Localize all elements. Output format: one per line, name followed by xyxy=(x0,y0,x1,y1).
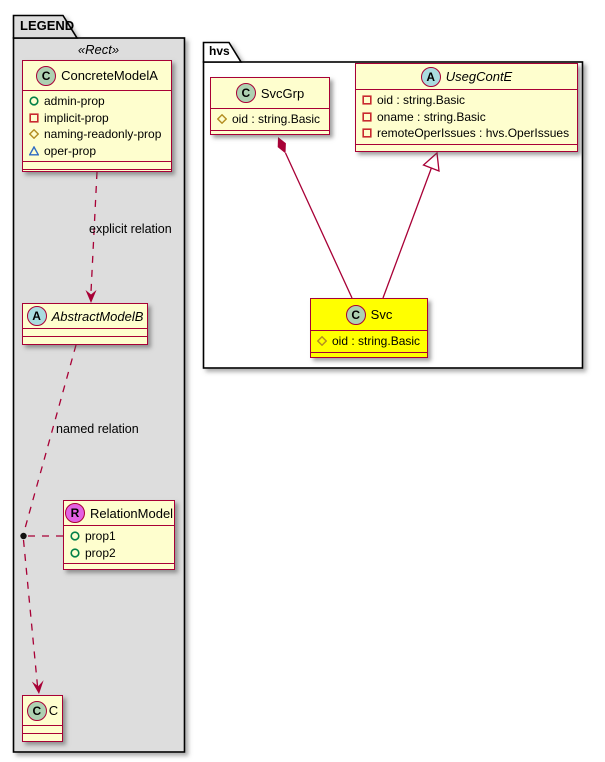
class-concrete-model-a: C ConcreteModelA admin-prop implicit-pro… xyxy=(22,60,172,172)
square-icon xyxy=(29,113,39,123)
class-svc: C Svc oid : string.Basic xyxy=(310,298,428,358)
property-label: oid : string.Basic xyxy=(332,334,421,349)
class-header: A AbstractModelB xyxy=(23,304,147,328)
class-badge-icon: C xyxy=(345,304,366,325)
generalization-triangle xyxy=(422,151,440,172)
class-name: UsegContE xyxy=(445,69,513,84)
abstract-badge-icon: A xyxy=(26,306,47,326)
property-row: oper-prop xyxy=(23,143,171,160)
class-header: C Svc xyxy=(311,299,427,330)
class-c: C C xyxy=(22,695,63,742)
circle-icon xyxy=(29,96,39,106)
class-header: R RelationModel xyxy=(64,501,174,525)
property-row: oid : string.Basic xyxy=(356,92,577,109)
class-name: AbstractModelB xyxy=(51,308,144,324)
property-label: oid : string.Basic xyxy=(377,93,466,108)
class-properties: prop1 prop2 xyxy=(64,525,174,563)
arrowhead-explicit xyxy=(85,290,97,303)
hvs-relations xyxy=(284,152,433,299)
square-icon xyxy=(362,128,372,138)
property-row: remoteOperIssues : hvs.OperIssues xyxy=(356,125,577,142)
property-label: prop2 xyxy=(85,545,116,560)
property-label: implicit-prop xyxy=(44,110,109,125)
empty-compartment xyxy=(211,129,329,135)
class-properties: oid : string.Basic xyxy=(211,108,329,130)
property-row: admin-prop xyxy=(23,93,171,110)
empty-compartment xyxy=(64,563,174,569)
class-relation-model: R RelationModel prop1 prop2 xyxy=(63,500,175,570)
class-abstract-model-b: A AbstractModelB xyxy=(22,303,148,345)
class-name: Svc xyxy=(370,307,393,322)
rect-stereotype: «Rect» xyxy=(77,42,120,57)
abstract-badge-icon: A xyxy=(420,66,441,87)
empty-compartment xyxy=(356,143,577,152)
empty-compartment xyxy=(23,336,147,344)
property-row: oid : string.Basic xyxy=(211,111,329,128)
class-usegconte: A UsegContE oid : string.Basic oname : s… xyxy=(355,63,578,152)
diamond-icon xyxy=(29,129,39,140)
property-label: naming-readonly-prop xyxy=(44,127,162,142)
class-header: C SvcGrp xyxy=(211,78,329,108)
property-label: oper-prop xyxy=(44,143,97,158)
property-label: prop1 xyxy=(85,529,116,544)
square-icon xyxy=(362,112,372,122)
property-row: oid : string.Basic xyxy=(311,333,427,350)
square-icon xyxy=(362,95,372,105)
empty-compartment xyxy=(311,351,427,358)
class-properties: oid : string.Basic oname : string.Basic … xyxy=(356,89,577,144)
property-row: naming-readonly-prop xyxy=(23,126,171,143)
explicit-relation-label: explicit relation xyxy=(89,222,172,236)
relation-junction-dot xyxy=(20,532,27,540)
property-label: remoteOperIssues : hvs.OperIssues xyxy=(377,126,570,141)
circle-icon xyxy=(70,531,80,541)
legend-package-title: LEGEND xyxy=(20,18,75,33)
class-name: C xyxy=(48,703,59,718)
empty-compartment xyxy=(23,733,62,741)
class-svcgrp: C SvcGrp oid : string.Basic xyxy=(210,77,330,135)
class-properties: oid : string.Basic xyxy=(311,330,427,352)
class-name: SvcGrp xyxy=(260,85,305,101)
empty-compartment xyxy=(23,161,171,169)
class-header: A UsegContE xyxy=(356,64,577,89)
arrowhead-named xyxy=(31,680,44,694)
diamond-icon xyxy=(217,114,227,125)
class-header: C C xyxy=(23,696,62,725)
class-properties: admin-prop implicit-prop naming-readonly… xyxy=(23,90,171,161)
composition-diamond xyxy=(277,137,286,154)
property-row: prop2 xyxy=(64,545,174,562)
property-row: implicit-prop xyxy=(23,110,171,127)
class-name: RelationModel xyxy=(89,505,174,521)
class-header: C ConcreteModelA xyxy=(23,61,171,90)
property-label: oid : string.Basic xyxy=(232,112,321,127)
circle-icon xyxy=(70,548,80,558)
property-label: oname : string.Basic xyxy=(377,109,486,124)
class-name: ConcreteModelA xyxy=(61,68,158,83)
diamond-icon xyxy=(317,336,327,347)
property-row: oname : string.Basic xyxy=(356,109,577,126)
relation-badge-icon: R xyxy=(64,503,85,523)
class-badge-icon: C xyxy=(26,700,47,721)
hvs-package-title: hvs xyxy=(209,44,230,58)
empty-compartment xyxy=(23,328,147,336)
named-relation-label: named relation xyxy=(56,422,139,436)
empty-compartment xyxy=(23,169,171,171)
class-badge-icon: C xyxy=(235,83,256,103)
property-label: admin-prop xyxy=(44,94,105,109)
class-badge-icon: C xyxy=(36,65,57,86)
empty-compartment xyxy=(23,725,62,733)
triangle-icon xyxy=(29,145,39,156)
property-row: prop1 xyxy=(64,528,174,545)
legend-relations xyxy=(22,171,98,687)
